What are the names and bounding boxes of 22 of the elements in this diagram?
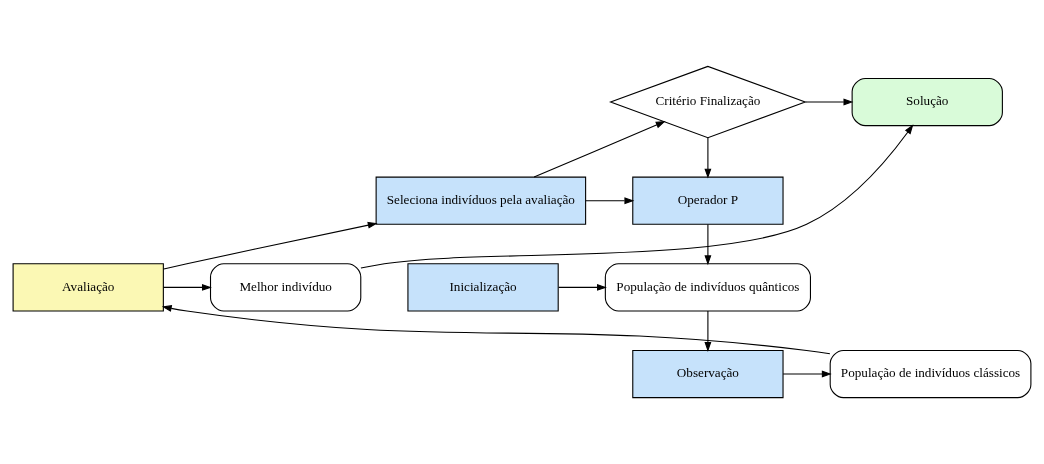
node-box: População de indivíduos quânticos [604, 263, 811, 312]
arrow [163, 221, 378, 270]
arrow [704, 310, 712, 352]
arrow [161, 305, 831, 355]
node-box: Seleciona indivíduos pela avaliação [375, 176, 587, 225]
node-box: Avaliação [12, 263, 164, 312]
arrow [805, 98, 854, 106]
arrow [162, 283, 212, 291]
node-box: Operador P [632, 176, 784, 225]
arrow [585, 197, 635, 205]
node-diamond: Critério Finalização [609, 65, 807, 139]
node-box: População de indivíduos clássicos [829, 349, 1032, 399]
node-box: Observação [632, 349, 784, 399]
arrow [704, 223, 712, 266]
arrow [704, 137, 712, 179]
node-box: Inicialização [407, 263, 559, 312]
arrow [558, 283, 607, 291]
node-box: Solução [851, 77, 1003, 127]
node-box: Melhor indivíduo [209, 263, 362, 312]
arrow [360, 124, 914, 269]
arrow [782, 370, 832, 378]
arrow [533, 121, 666, 178]
